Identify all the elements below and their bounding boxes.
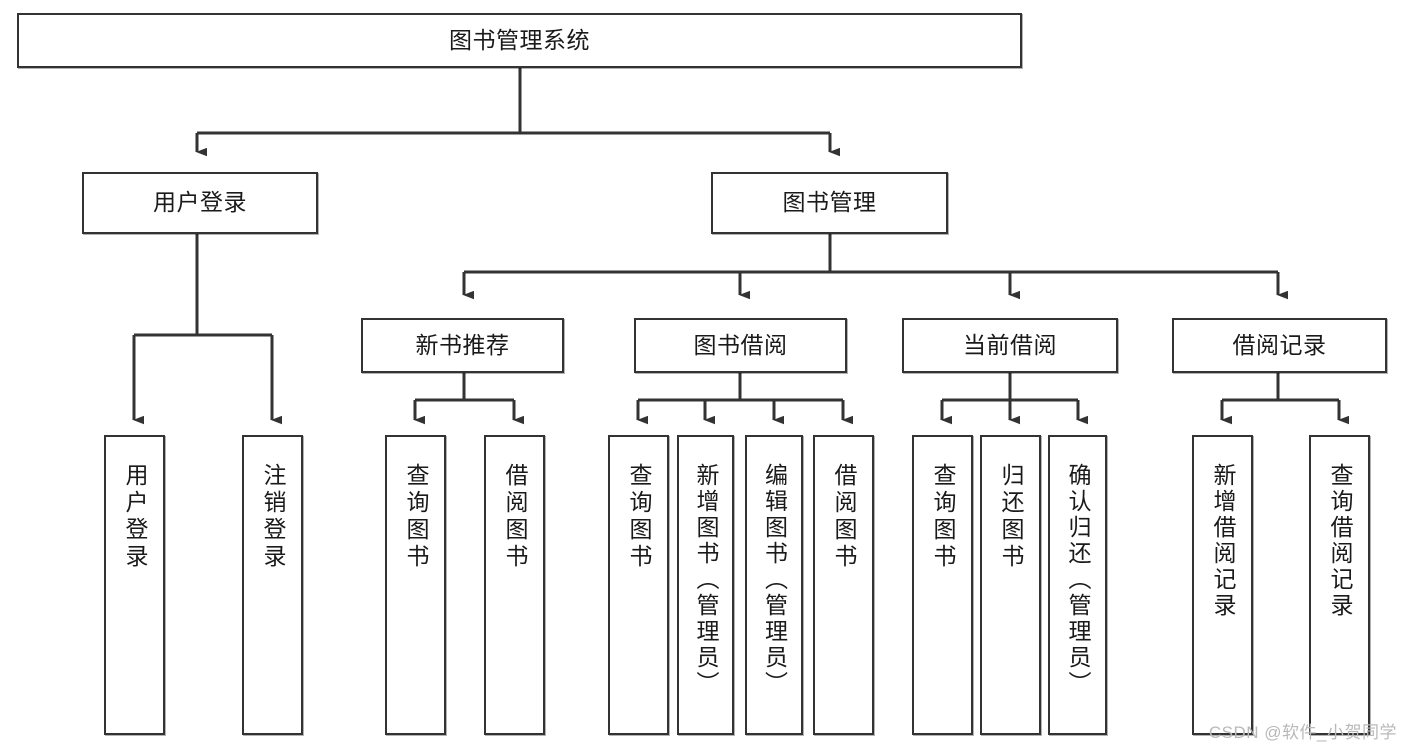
node-label: 注销登录 [260, 463, 286, 571]
leaf-return-book[interactable]: 归还图书 [980, 435, 1041, 735]
node-root-system[interactable]: 图书管理系统 [17, 13, 1022, 68]
node-label: 图书管理系统 [449, 26, 590, 53]
leaf-user-login[interactable]: 用户登录 [104, 435, 165, 735]
node-label: 确认归还（管理员） [1065, 463, 1091, 697]
node-label: 查询图书 [930, 463, 956, 571]
leaf-query-book-current[interactable]: 查询图书 [912, 435, 973, 735]
node-user-login[interactable]: 用户登录 [82, 172, 318, 234]
node-label: 借阅记录 [1232, 331, 1327, 358]
leaf-query-book-new[interactable]: 查询图书 [385, 435, 446, 735]
node-label: 图书管理 [782, 189, 877, 216]
node-label: 借阅图书 [831, 463, 857, 571]
node-label: 用户登录 [122, 463, 148, 571]
node-new-book-recommend[interactable]: 新书推荐 [361, 318, 564, 373]
node-book-management[interactable]: 图书管理 [711, 172, 948, 234]
node-label: 图书借阅 [693, 331, 788, 358]
leaf-query-book-borrow[interactable]: 查询图书 [608, 435, 669, 735]
leaf-edit-book-admin[interactable]: 编辑图书（管理员） [745, 435, 803, 735]
leaf-add-book-admin[interactable]: 新增图书（管理员） [677, 435, 734, 735]
leaf-borrow-book[interactable]: 借阅图书 [813, 435, 874, 735]
leaf-query-borrow-record[interactable]: 查询借阅记录 [1309, 435, 1370, 735]
node-label: 编辑图书（管理员） [761, 463, 788, 697]
node-borrow-record[interactable]: 借阅记录 [1172, 318, 1387, 373]
node-label: 当前借阅 [963, 331, 1057, 358]
node-label: 新增图书（管理员） [693, 463, 719, 697]
leaf-confirm-return-admin[interactable]: 确认归还（管理员） [1048, 435, 1107, 735]
node-label: 用户登录 [153, 189, 247, 216]
node-label: 查询图书 [403, 463, 429, 571]
node-label: 新增借阅记录 [1210, 463, 1236, 619]
leaf-borrow-book-new[interactable]: 借阅图书 [484, 435, 545, 735]
node-label: 查询借阅记录 [1327, 463, 1353, 619]
node-label: 查询图书 [626, 463, 652, 571]
node-book-borrow[interactable]: 图书借阅 [634, 318, 847, 373]
node-label: 新书推荐 [415, 331, 510, 358]
leaf-add-borrow-record[interactable]: 新增借阅记录 [1192, 435, 1253, 735]
leaf-logout-login[interactable]: 注销登录 [242, 435, 303, 735]
watermark: CSDN @软件_小贺同学 [1208, 723, 1397, 742]
node-current-borrow[interactable]: 当前借阅 [902, 318, 1118, 373]
node-label: 借阅图书 [502, 463, 528, 571]
node-label: 归还图书 [998, 463, 1024, 571]
